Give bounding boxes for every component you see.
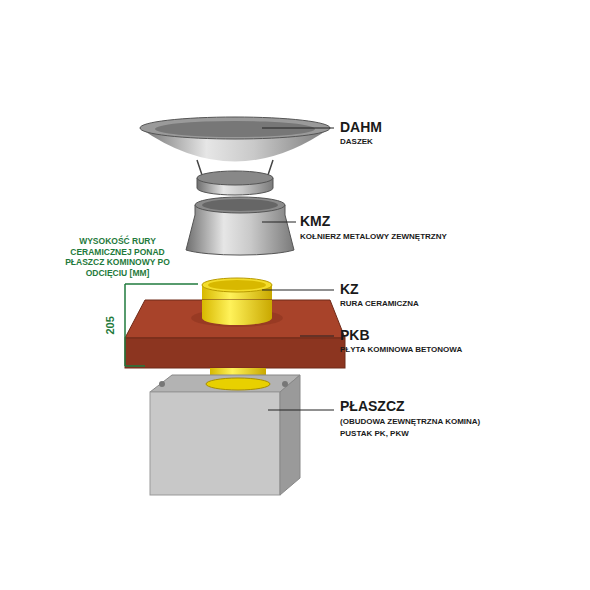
flange-top [195,197,285,213]
leader-line [262,128,334,129]
cap-ring-top [197,171,273,185]
ceramic-pipe-hole [208,280,266,290]
part-code: PKB [340,327,370,343]
chimney-block-side [280,375,300,495]
block-vent [282,381,288,387]
leader-line [262,222,296,223]
part-name: KOŁNIERZ METALOWY ZEWNĘTRZNY [300,232,447,241]
part-name: PUSTAK PK, PKW [340,429,409,438]
ceramic-pipe-top [202,278,272,292]
dimension-note: WYSOKOŚĆ RURY CERAMICZNEJ PONAD PŁASZCZ … [55,236,180,279]
dimension-line [124,284,126,366]
leader-line [300,336,334,337]
dimension-tick [125,283,198,285]
block-vent [159,381,165,387]
part-code: DAHM [340,119,382,135]
dimension-tick [125,365,145,367]
concrete-plate-top [125,300,345,338]
flange-hole [202,199,278,211]
chimney-block-top [150,375,300,392]
concrete-plate-front [125,338,345,368]
part-name: (OBUDOWA ZEWNĘTRZNA KOMINA) [340,417,480,426]
part-name: RURA CERAMICZNA [340,299,419,308]
chimney-block-front [150,392,280,495]
cap-inner [155,121,315,137]
part-name: DASZEK [340,137,373,146]
part-code: PŁASZCZ [340,398,405,414]
part-code: KMZ [300,213,330,229]
leader-line [268,410,334,411]
ceramic-pipe-lower [202,300,272,325]
part-name: PŁYTA KOMINOWA BETONOWA [340,345,462,354]
dimension-value: 205 [104,316,117,334]
block-hole [206,378,270,390]
part-code: KZ [340,281,359,297]
leader-line [262,290,334,291]
